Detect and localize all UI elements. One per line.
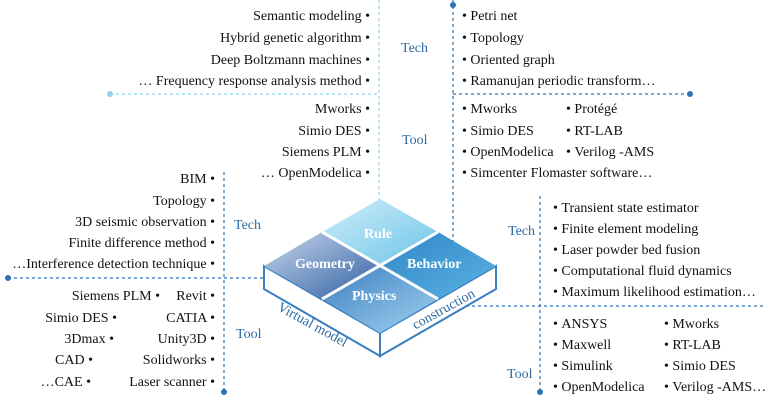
geometry-axis-bottom-dot xyxy=(221,389,227,395)
rule-axes xyxy=(110,0,690,248)
geometry-label: Geometry xyxy=(295,257,355,272)
physics-tool-item: Verilog -AMS… xyxy=(664,380,766,396)
rule-tech-right-item: Ramanujan periodic transform… xyxy=(462,74,655,90)
geometry-tool-item: Solidworks xyxy=(143,353,215,369)
rule-tech-label: Tech xyxy=(401,41,429,56)
geometry-tech-item: Finite difference method xyxy=(68,236,215,252)
rule-tile xyxy=(322,199,438,266)
geometry-axis-end-dot xyxy=(5,275,11,281)
physics-tech-item: Maximum likelihood estimation… xyxy=(553,285,755,301)
rule-tech-left-item: Hybrid genetic algorithm xyxy=(220,31,370,47)
physics-tech-item: Transient state estimator xyxy=(553,201,698,217)
rule-tool-right-item: RT-LAB xyxy=(566,124,622,140)
rule-tool-left-item: Siemens PLM xyxy=(282,145,370,161)
geometry-tool-item: Revit xyxy=(176,289,215,305)
physics-axis-bottom-dot xyxy=(537,389,543,395)
physics-label: Physics xyxy=(352,289,397,304)
geometry-tool-item: Simio DES xyxy=(45,311,117,327)
physics-tech-item: Laser powder bed fusion xyxy=(553,243,700,259)
geometry-tool-item: …CAE xyxy=(41,375,91,391)
rule-tool-right-item: Verilog -AMS xyxy=(566,145,654,161)
rule-label: Rule xyxy=(364,227,392,242)
geometry-tech-label: Tech xyxy=(234,218,262,233)
rule-tech-left-item: Deep Boltzmann machines xyxy=(211,53,370,69)
geometry-tool-item: CAD xyxy=(55,353,93,369)
physics-tool-item: Simulink xyxy=(553,359,612,375)
rule-tool-left-item: Simio DES xyxy=(298,124,370,140)
rule-tool-right-item: Protégé xyxy=(566,102,617,118)
rule-axis-left-end-dot xyxy=(107,91,113,97)
rule-tool-right-item: Simcenter Flomaster software… xyxy=(462,166,652,182)
geometry-tech-item: …Interference detection technique xyxy=(12,257,215,273)
geometry-tool-item: Laser scanner xyxy=(129,375,215,391)
physics-tool-item: Mworks xyxy=(664,317,719,333)
physics-tool-item: RT-LAB xyxy=(664,338,720,354)
geometry-tech-item: Topology xyxy=(153,194,215,210)
geometry-tool-item: Siemens PLM xyxy=(72,289,160,305)
rule-tech-left-item: Semantic modeling xyxy=(253,9,370,25)
rule-tool-right-item: Mworks xyxy=(462,102,517,118)
geometry-axes xyxy=(8,172,310,392)
geometry-tool-item: Unity3D xyxy=(158,332,215,348)
physics-tool-item: ANSYS xyxy=(553,317,607,333)
rule-axis-right-h-end-dot xyxy=(687,91,693,97)
geometry-tech-item: 3D seismic observation xyxy=(75,215,215,231)
physics-tech-label: Tech xyxy=(508,224,536,239)
geometry-tech-item: BIM xyxy=(180,172,215,188)
physics-tech-item: Computational fluid dynamics xyxy=(553,264,731,280)
rule-tech-right-item: Petri net xyxy=(462,9,517,25)
geometry-tool-item: CATIA xyxy=(166,311,215,327)
physics-tool-label: Tool xyxy=(507,367,533,382)
physics-tool-item: Simio DES xyxy=(664,359,735,375)
rule-tool-right-item: Simio DES xyxy=(462,124,533,140)
physics-tool-item: OpenModelica xyxy=(553,380,644,396)
geometry-tool-label: Tool xyxy=(236,327,262,342)
rule-tool-right-item: OpenModelica xyxy=(462,145,553,161)
rule-tool-left-item: … OpenModelica xyxy=(261,166,370,182)
rule-axis-right-end-dot xyxy=(450,2,456,8)
behavior-label: Behavior xyxy=(407,257,462,272)
physics-tech-item: Finite element modeling xyxy=(553,222,698,238)
rule-tool-left-item: Mworks xyxy=(315,102,370,118)
central-tile xyxy=(263,199,497,358)
rule-tech-right-item: Oriented graph xyxy=(462,53,554,69)
rule-tech-right-item: Topology xyxy=(462,31,523,47)
rule-tool-label: Tool xyxy=(402,133,428,148)
physics-tool-item: Maxwell xyxy=(553,338,611,354)
geometry-tool-item: 3Dmax xyxy=(64,332,114,348)
rule-tech-left-item: … Frequency response analysis method xyxy=(138,74,370,90)
